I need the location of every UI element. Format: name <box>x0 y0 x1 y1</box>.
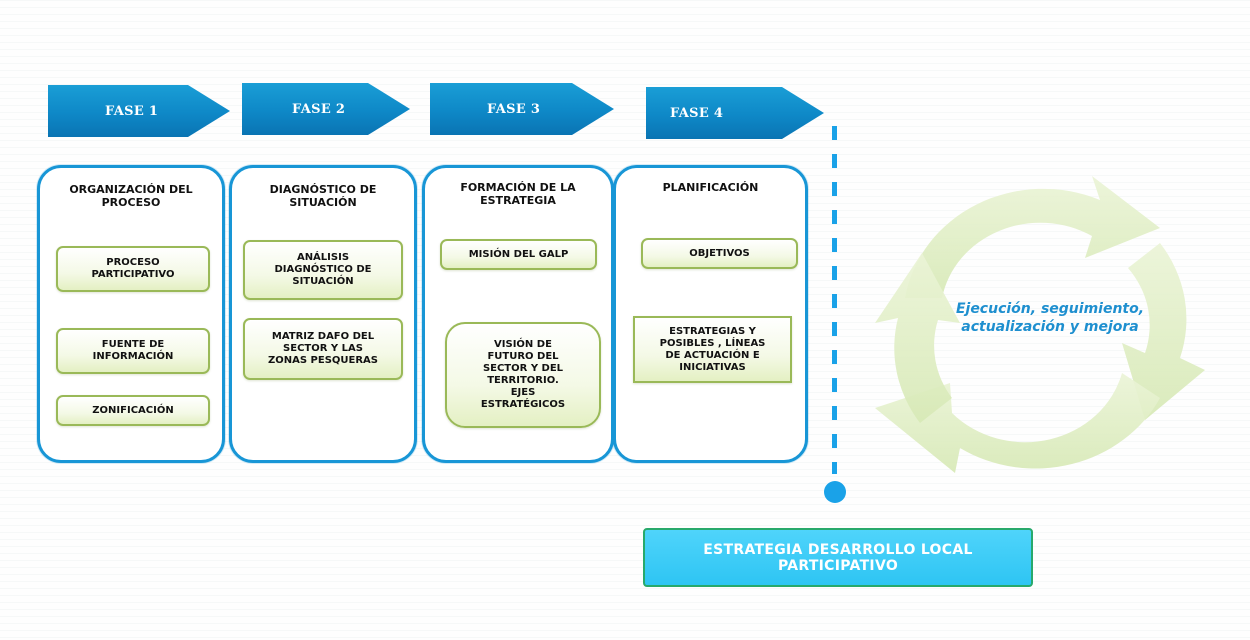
phase-4-arrow-label: FASE 4 <box>670 106 724 121</box>
phase-3-item-mision-galp: MISIÓN DEL GALP <box>440 239 597 270</box>
phase-2-item-analisis-diagnostico: ANÁLISIS DIAGNÓSTICO DE SITUACIÓN <box>243 240 403 300</box>
phase-4-item-estrategias: ESTRATEGIAS Y POSIBLES , LÍNEAS DE ACTUA… <box>633 316 792 383</box>
phase-1-item-fuente-informacion: FUENTE DE INFORMACIÓN <box>56 328 210 374</box>
circular-arrows-icon <box>875 176 1205 473</box>
phase-1-card: ORGANIZACIÓN DEL PROCESO PROCESO PARTICI… <box>37 165 225 463</box>
timeline-dashed-line <box>832 126 837 474</box>
phase-3-item-vision-futuro: VISIÓN DE FUTURO DEL SECTOR Y DEL TERRIT… <box>445 322 601 428</box>
phase-3-arrow-label: FASE 3 <box>487 102 541 117</box>
phase-4-arrow <box>646 87 824 139</box>
phase-1-arrow-label: FASE 1 <box>105 104 159 119</box>
cycle-label: Ejecución, seguimiento, actualización y … <box>955 301 1145 335</box>
dot-marker-icon <box>824 481 846 503</box>
phase-1-title: ORGANIZACIÓN DEL PROCESO <box>69 183 193 209</box>
phase-4-title: PLANIFICACIÓN <box>662 181 759 194</box>
phase-2-arrow-label: FASE 2 <box>292 102 346 117</box>
phase-1-arrow <box>48 85 230 137</box>
phase-1-item-proceso-participativo: PROCESO PARTICIPATIVO <box>56 246 210 292</box>
phase-4-item-objetivos: OBJETIVOS <box>641 238 798 269</box>
phase-1-item-zonificacion: ZONIFICACIÓN <box>56 395 210 426</box>
phase-3-arrow <box>430 83 614 135</box>
phase-2-title: DIAGNÓSTICO DE SITUACIÓN <box>269 183 377 209</box>
phase-3-title: FORMACIÓN DE LA ESTRATEGIA <box>460 181 576 207</box>
phase-2-card: DIAGNÓSTICO DE SITUACIÓN ANÁLISIS DIAGNÓ… <box>229 165 417 463</box>
phase-3-card: FORMACIÓN DE LA ESTRATEGIA MISIÓN DEL GA… <box>422 165 614 463</box>
phase-4-card: PLANIFICACIÓN OBJETIVOS ESTRATEGIAS Y PO… <box>613 165 808 463</box>
phase-2-item-matriz-dafo: MATRIZ DAFO DEL SECTOR Y LAS ZONAS PESQU… <box>243 318 403 380</box>
estrategia-banner: ESTRATEGIA DESARROLLO LOCAL PARTICIPATIV… <box>643 528 1033 587</box>
